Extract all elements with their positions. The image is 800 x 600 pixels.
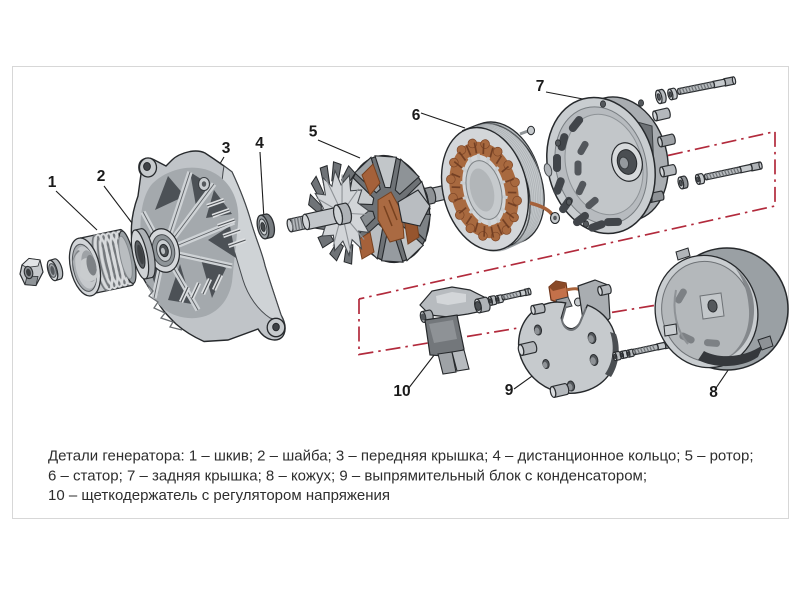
svg-text:6: 6 — [412, 107, 421, 124]
svg-text:9: 9 — [505, 382, 514, 399]
svg-text:5: 5 — [309, 124, 318, 141]
svg-text:7: 7 — [536, 78, 545, 95]
svg-text:3: 3 — [222, 140, 231, 157]
svg-text:2: 2 — [97, 168, 106, 185]
svg-text:4: 4 — [255, 135, 264, 152]
svg-text:8: 8 — [709, 384, 718, 401]
svg-text:Детали генератора: 1 – шкив; 2: Детали генератора: 1 – шкив; 2 – шайба; … — [48, 448, 754, 465]
svg-text:6 – статор; 7 – задняя крышка;: 6 – статор; 7 – задняя крышка; 8 – кожух… — [48, 467, 647, 484]
svg-text:10 – щеткодержатель с регулято: 10 – щеткодержатель с регулятором напряж… — [48, 487, 390, 504]
svg-text:10: 10 — [393, 383, 410, 400]
svg-text:1: 1 — [48, 174, 57, 191]
